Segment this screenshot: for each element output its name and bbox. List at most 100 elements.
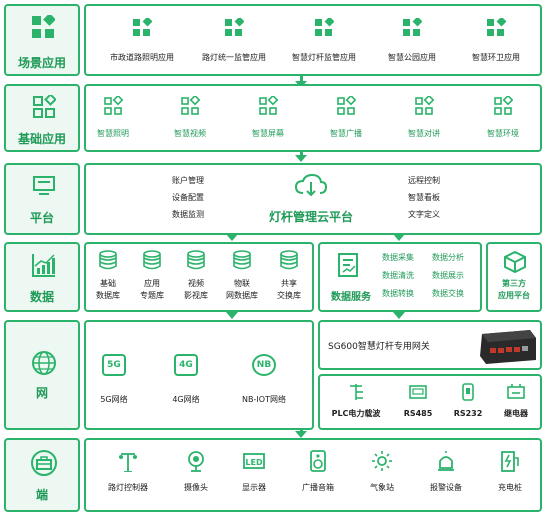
network-label: NB-IOT网络 [242,395,286,404]
scene-app-label: 智慧公园应用 [388,53,436,62]
app-grid-outline-icon [259,94,279,115]
data-service-item: 数据转换 [382,289,414,298]
data-service-panel: 数据服务 数据采集 数据分析 数据清洗 数据展示 数据转换 数据交换 [318,242,482,312]
interface-label: 继电器 [504,409,528,418]
third-party-label: 第三方 [502,279,526,288]
scene-app-label: 路灯统一监管应用 [202,53,266,62]
app-grid-outline-icon [181,94,201,115]
terminal-label: 显示器 [242,483,266,492]
terminal-label: 路灯控制器 [108,483,148,492]
app-grid-icon [225,16,245,36]
plc-icon [350,384,363,400]
database-label: 基础 [100,279,116,288]
interface-label: PLC电力载波 [331,409,381,418]
layer-basic: 基础应用 [4,84,80,152]
nb-iot-icon: NB [252,354,276,376]
terminal-label: 气象站 [370,483,394,492]
database-label: 网数据库 [226,291,258,300]
monitor-icon [33,176,55,195]
camera-icon [188,451,204,472]
data-service-item: 数据分析 [432,253,464,262]
app-grid-icon [403,16,423,36]
platform-title: 灯杆管理云平台 [268,210,353,224]
cloud-icon [294,173,328,197]
database-icon [280,250,298,270]
layer-scene: 场景应用 [4,4,80,76]
data-service-item: 数据交换 [432,289,464,298]
database-label: 数据库 [96,291,120,300]
relay-icon [507,384,525,399]
gateway-panel: SG600智慧灯杆专用网关 [318,320,542,370]
database-label: 专题库 [140,291,164,300]
third-party-label: 应用平台 [498,291,530,300]
database-label: 物联 [234,279,250,288]
grid-outline-icon [33,95,56,118]
platform-item: 数据监测 [172,210,204,219]
app-grid-outline-icon [494,94,514,115]
app-grid-outline-icon [337,94,357,115]
basic-app-label: 智慧照明 [97,129,129,138]
charging-pile-icon [501,451,519,472]
grid-icon [32,15,55,38]
database-panel: 基础数据库应用专题库视频影视库物联网数据库共享交换库 [84,242,314,312]
basic-app-label: 智慧对讲 [408,129,440,138]
weather-station-icon [372,451,392,471]
toolbox-icon [31,450,57,476]
gateway-device-icon [480,330,536,364]
database-label: 应用 [144,279,160,288]
app-grid-outline-icon [415,94,435,115]
flow-arrow [226,234,238,241]
platform-item: 文字定义 [408,210,440,219]
signal-5g-icon: 5G [102,354,126,376]
scene-panel: 市政道路照明应用 路灯统一监管应用 智慧灯杆监管应用 智慧公园应用 智慧环卫应用 [84,4,542,76]
layer-platform: 平台 [4,163,80,235]
cube-icon [504,250,526,274]
street-light-icon [119,453,137,473]
signal-4g-icon: 4G [174,354,198,376]
platform-item: 智慧看板 [408,193,440,202]
platform-item: 远程控制 [408,176,440,185]
scene-app-label: 智慧灯杆监管应用 [292,53,356,62]
layer-label: 场景应用 [17,56,66,70]
terminal-label: 摄像头 [184,483,208,492]
flow-arrow [393,234,405,241]
database-label: 视频 [188,279,204,288]
basic-app-label: 智慧屏幕 [252,129,284,138]
flow-arrow [295,155,307,162]
data-service-title: 数据服务 [331,292,371,303]
app-grid-icon [487,16,507,36]
globe-icon [32,351,56,375]
flow-arrow [393,312,405,319]
layer-data: 数据 [4,242,80,312]
database-icon [187,250,205,270]
basic-panel: 智慧照明智慧视频智慧屏幕智慧广播智慧对讲智慧环境 [84,84,542,152]
layer-label: 数据 [29,290,54,304]
platform-item: 账户管理 [172,176,204,185]
rs485-icon [409,385,427,399]
app-grid-icon [315,16,335,36]
layer-label: 网 [35,386,48,400]
network-label: 5G网络 [100,395,128,404]
data-service-item: 数据展示 [432,271,464,280]
layer-label: 平台 [29,211,54,225]
layer-network: 网 [4,320,80,430]
flow-arrow [295,431,307,438]
database-icon [143,250,161,270]
speaker-icon [310,450,326,472]
database-label: 交换库 [277,291,301,300]
data-service-item: 数据清洗 [382,271,414,280]
alarm-icon [438,451,454,471]
svg-text:LED: LED [245,458,263,467]
basic-app-label: 智慧广播 [330,129,362,138]
scene-app-label: 智慧环卫应用 [472,53,520,62]
chart-icon [32,254,55,277]
app-grid-outline-icon [104,94,124,115]
layer-label: 基础应用 [17,132,66,146]
flow-arrow [226,312,238,319]
document-chart-icon [338,253,358,277]
scene-app-label: 市政道路照明应用 [110,53,174,62]
app-grid-icon [133,16,153,36]
